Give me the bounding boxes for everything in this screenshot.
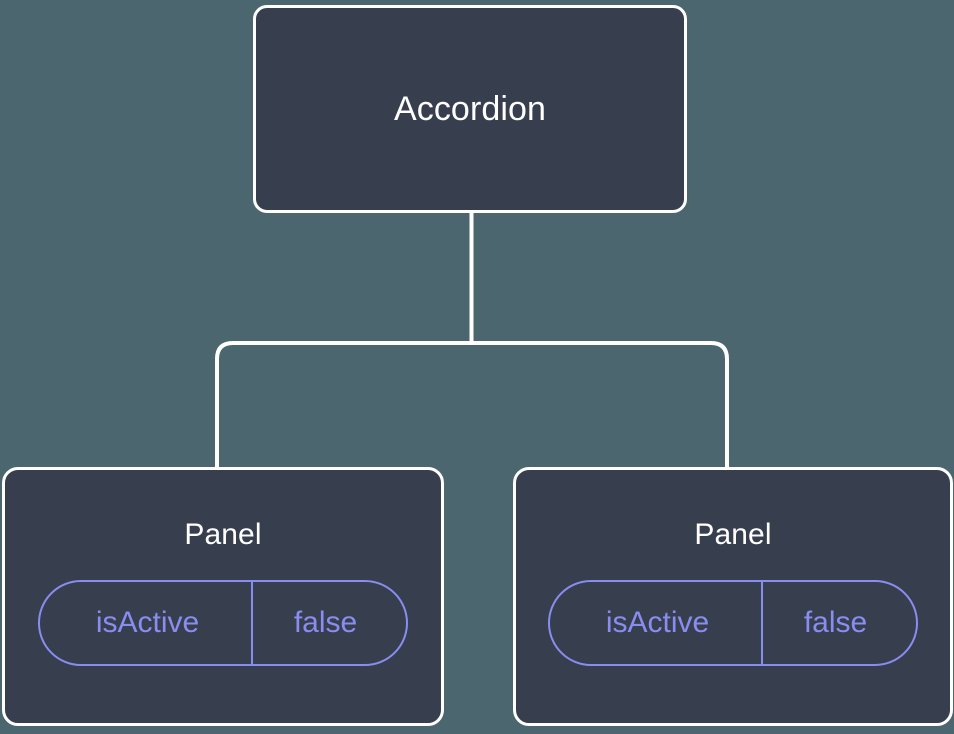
node-panel-2[interactable]: Panel isActive false (513, 467, 953, 726)
state-badge-panel-1[interactable]: isActive false (38, 580, 408, 666)
node-accordion[interactable]: Accordion (253, 5, 687, 213)
node-panel-2-label: Panel (694, 518, 772, 551)
node-accordion-label: Accordion (393, 90, 547, 128)
state-key-panel-1: isActive (40, 582, 253, 664)
state-key-panel-2: isActive (550, 582, 763, 664)
state-badge-panel-2[interactable]: isActive false (548, 580, 918, 666)
node-panel-1[interactable]: Panel isActive false (2, 467, 444, 726)
node-panel-1-label: Panel (184, 518, 262, 551)
edge-to-panel-left (215, 341, 472, 470)
state-value-panel-2: false (803, 606, 868, 639)
edge-to-panel-right (471, 341, 729, 470)
state-value-panel-1: false (293, 606, 358, 639)
